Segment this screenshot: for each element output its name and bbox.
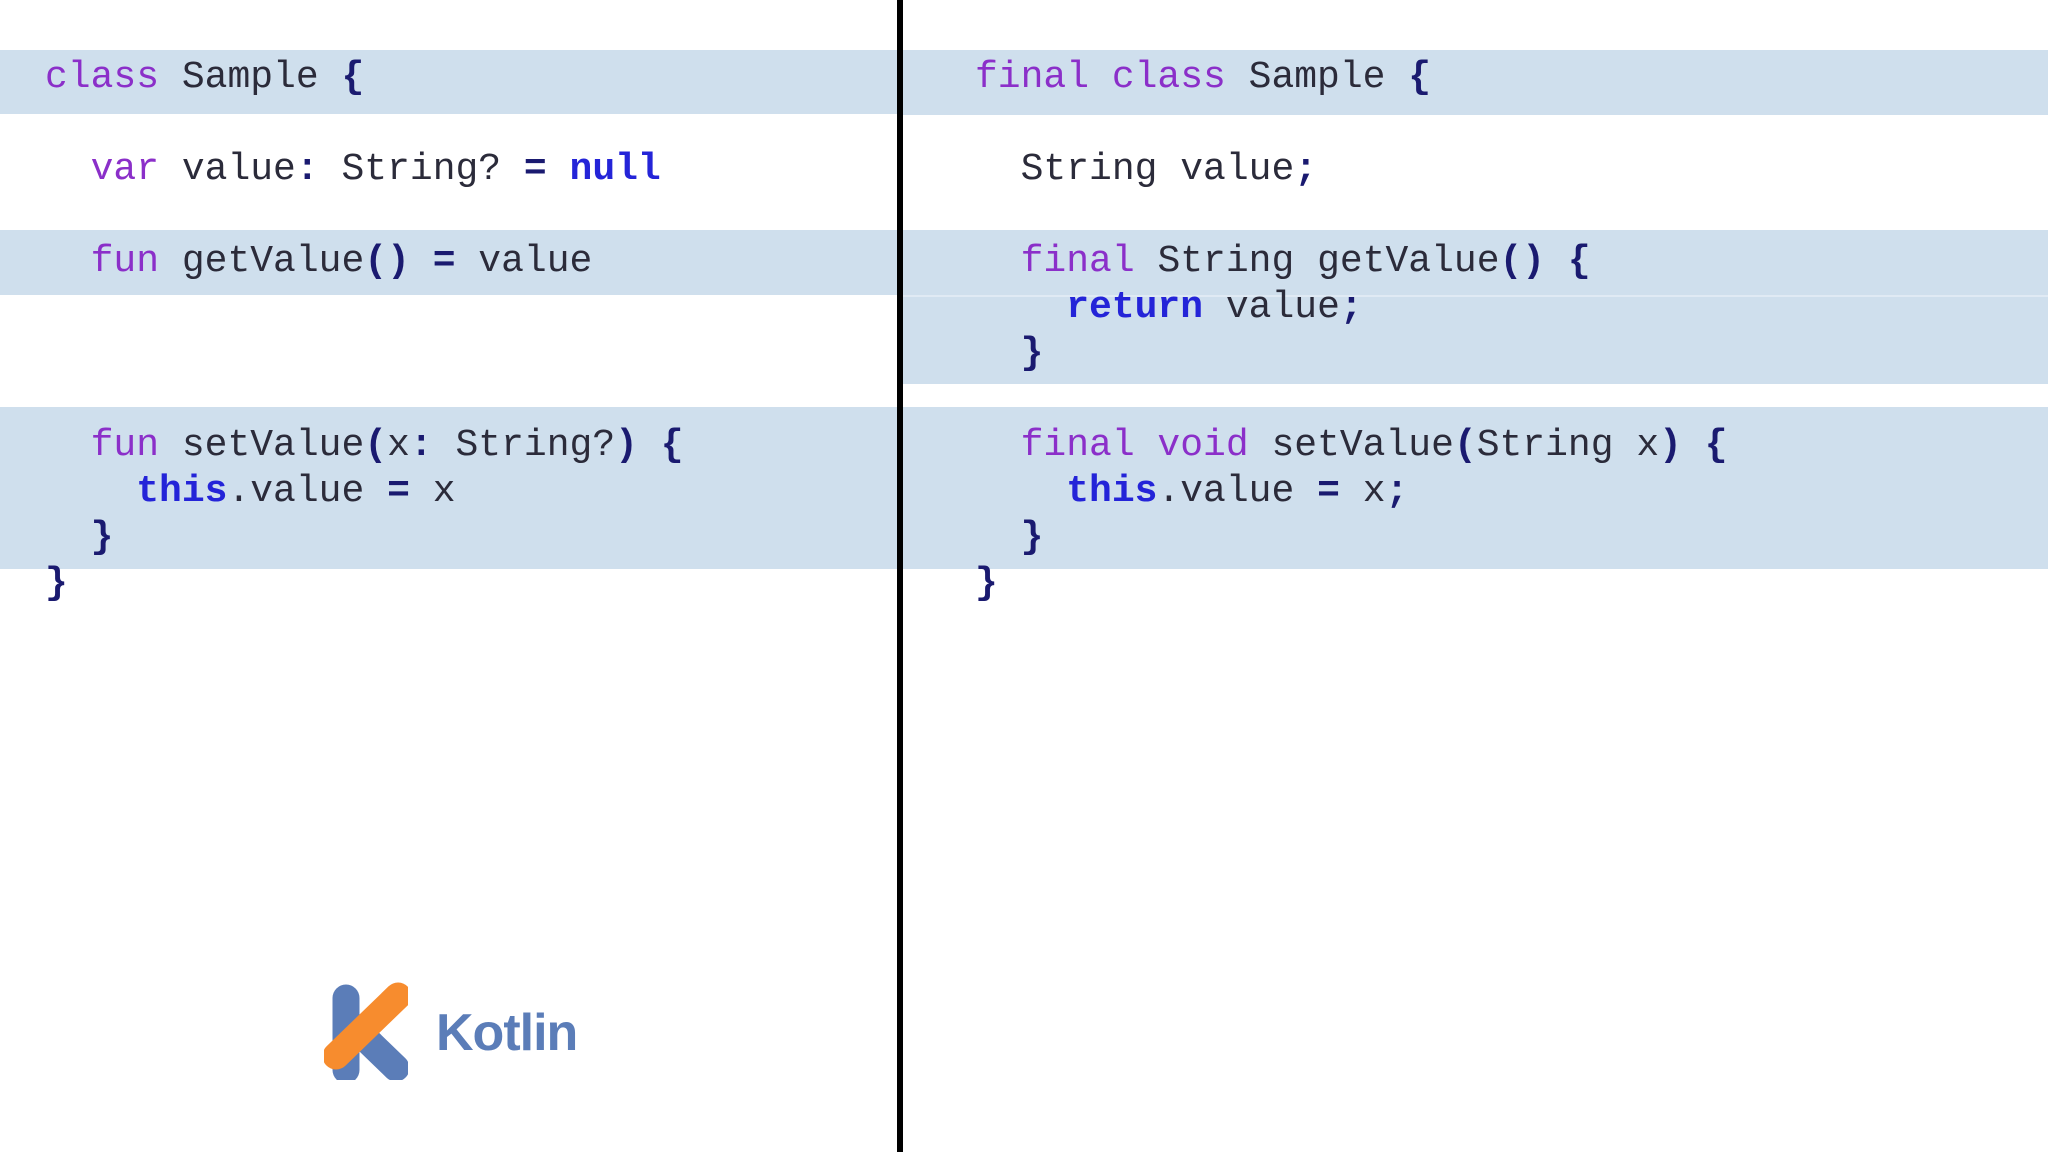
code-token: { xyxy=(1567,240,1591,283)
kotlin-code-block: class Sample { var value: String? = null… xyxy=(45,55,684,607)
code-line-left-3: var value: String? = null xyxy=(45,147,684,193)
code-line-right-11: } xyxy=(975,515,1728,561)
code-token: x xyxy=(387,424,410,467)
code-token: = xyxy=(387,470,410,513)
code-token xyxy=(1682,424,1705,467)
code-token: return xyxy=(975,286,1204,329)
code-line-right-7: } xyxy=(975,331,1728,377)
code-token: ) xyxy=(1659,424,1682,467)
code-token: class xyxy=(45,56,160,99)
code-token: { xyxy=(341,56,365,99)
code-token: ( xyxy=(364,424,388,467)
code-token: ) xyxy=(615,424,638,467)
code-token: ( xyxy=(1453,424,1477,467)
code-token: String value xyxy=(975,148,1295,191)
code-token: x xyxy=(409,470,456,513)
code-token xyxy=(638,424,661,467)
code-token: String? xyxy=(318,148,524,191)
kotlin-k-icon xyxy=(324,982,408,1080)
code-line-left-4 xyxy=(45,193,684,239)
java-code-pane: final class Sample { String value; final… xyxy=(903,0,2048,1152)
kotlin-wordmark: Kotlin xyxy=(436,1004,578,1062)
code-line-right-3: String value; xyxy=(975,147,1728,193)
highlight-band xyxy=(903,230,2048,295)
code-token xyxy=(1545,240,1568,283)
code-line-right-4 xyxy=(975,193,1728,239)
code-token: final class xyxy=(975,56,1226,99)
code-line-right-8 xyxy=(975,377,1728,423)
code-token: Sample xyxy=(1225,56,1409,99)
code-line-left-7 xyxy=(45,331,684,377)
code-token: { xyxy=(1408,56,1432,99)
code-line-left-11: } xyxy=(45,515,684,561)
highlight-band xyxy=(903,407,2048,569)
highlight-band xyxy=(0,407,897,569)
code-token: } xyxy=(975,516,1044,559)
code-line-left-8 xyxy=(45,377,684,423)
code-token: final void xyxy=(975,424,1249,467)
code-token: getValue xyxy=(159,240,365,283)
code-token: this xyxy=(975,470,1158,513)
code-token: var xyxy=(45,148,160,191)
code-token: = xyxy=(1317,470,1340,513)
code-line-left-2 xyxy=(45,101,684,147)
code-token: value xyxy=(1203,286,1340,329)
code-token: } xyxy=(45,562,68,605)
code-token: fun xyxy=(45,424,160,467)
code-line-right-5: final String getValue() { xyxy=(975,239,1728,285)
code-token: .value xyxy=(1157,470,1318,513)
pane-divider xyxy=(897,0,903,1152)
code-token: () xyxy=(364,240,410,283)
code-token: value xyxy=(159,148,296,191)
highlight-band xyxy=(903,50,2048,115)
code-token: Sample xyxy=(159,56,342,99)
code-token: null xyxy=(546,148,661,191)
code-line-left-9: fun setValue(x: String?) { xyxy=(45,423,684,469)
highlight-band xyxy=(0,230,897,295)
code-token: .value xyxy=(227,470,388,513)
code-line-left-12: } xyxy=(45,561,684,607)
code-token: : xyxy=(295,148,319,191)
code-token: } xyxy=(45,516,114,559)
code-line-right-9: final void setValue(String x) { xyxy=(975,423,1728,469)
code-line-left-10: this.value = x xyxy=(45,469,684,515)
code-line-left-6 xyxy=(45,285,684,331)
code-token: = xyxy=(523,148,547,191)
code-line-right-6: return value; xyxy=(975,285,1728,331)
code-line-right-10: this.value = x; xyxy=(975,469,1728,515)
code-token: final xyxy=(975,240,1135,283)
kotlin-logo: Kotlin xyxy=(324,980,578,1080)
code-token: : xyxy=(409,424,433,467)
code-token: = xyxy=(432,240,456,283)
code-token: { xyxy=(660,424,684,467)
code-token: fun xyxy=(45,240,160,283)
code-line-left-1: class Sample { xyxy=(45,55,684,101)
code-line-left-5: fun getValue() = value xyxy=(45,239,684,285)
code-token: } xyxy=(975,332,1044,375)
code-token: String x xyxy=(1476,424,1660,467)
code-line-right-2 xyxy=(975,101,1728,147)
code-line-right-12: } xyxy=(975,561,1728,607)
code-token: String getValue xyxy=(1134,240,1500,283)
code-token: x xyxy=(1339,470,1386,513)
code-token: setValue xyxy=(159,424,365,467)
code-token: String? xyxy=(432,424,616,467)
code-token: setValue xyxy=(1248,424,1454,467)
code-token: this xyxy=(45,470,228,513)
highlight-band xyxy=(0,50,897,114)
code-token: value xyxy=(455,240,593,283)
code-token: } xyxy=(975,562,998,605)
code-token: ; xyxy=(1339,286,1363,329)
code-token: ; xyxy=(1385,470,1409,513)
kotlin-code-pane: class Sample { var value: String? = null… xyxy=(0,0,897,1152)
code-token: { xyxy=(1704,424,1728,467)
code-token xyxy=(410,240,433,283)
code-line-right-1: final class Sample { xyxy=(975,55,1728,101)
highlight-band xyxy=(903,295,2048,384)
java-code-block: final class Sample { String value; final… xyxy=(975,55,1728,607)
code-token: ; xyxy=(1294,148,1318,191)
code-token: () xyxy=(1499,240,1546,283)
